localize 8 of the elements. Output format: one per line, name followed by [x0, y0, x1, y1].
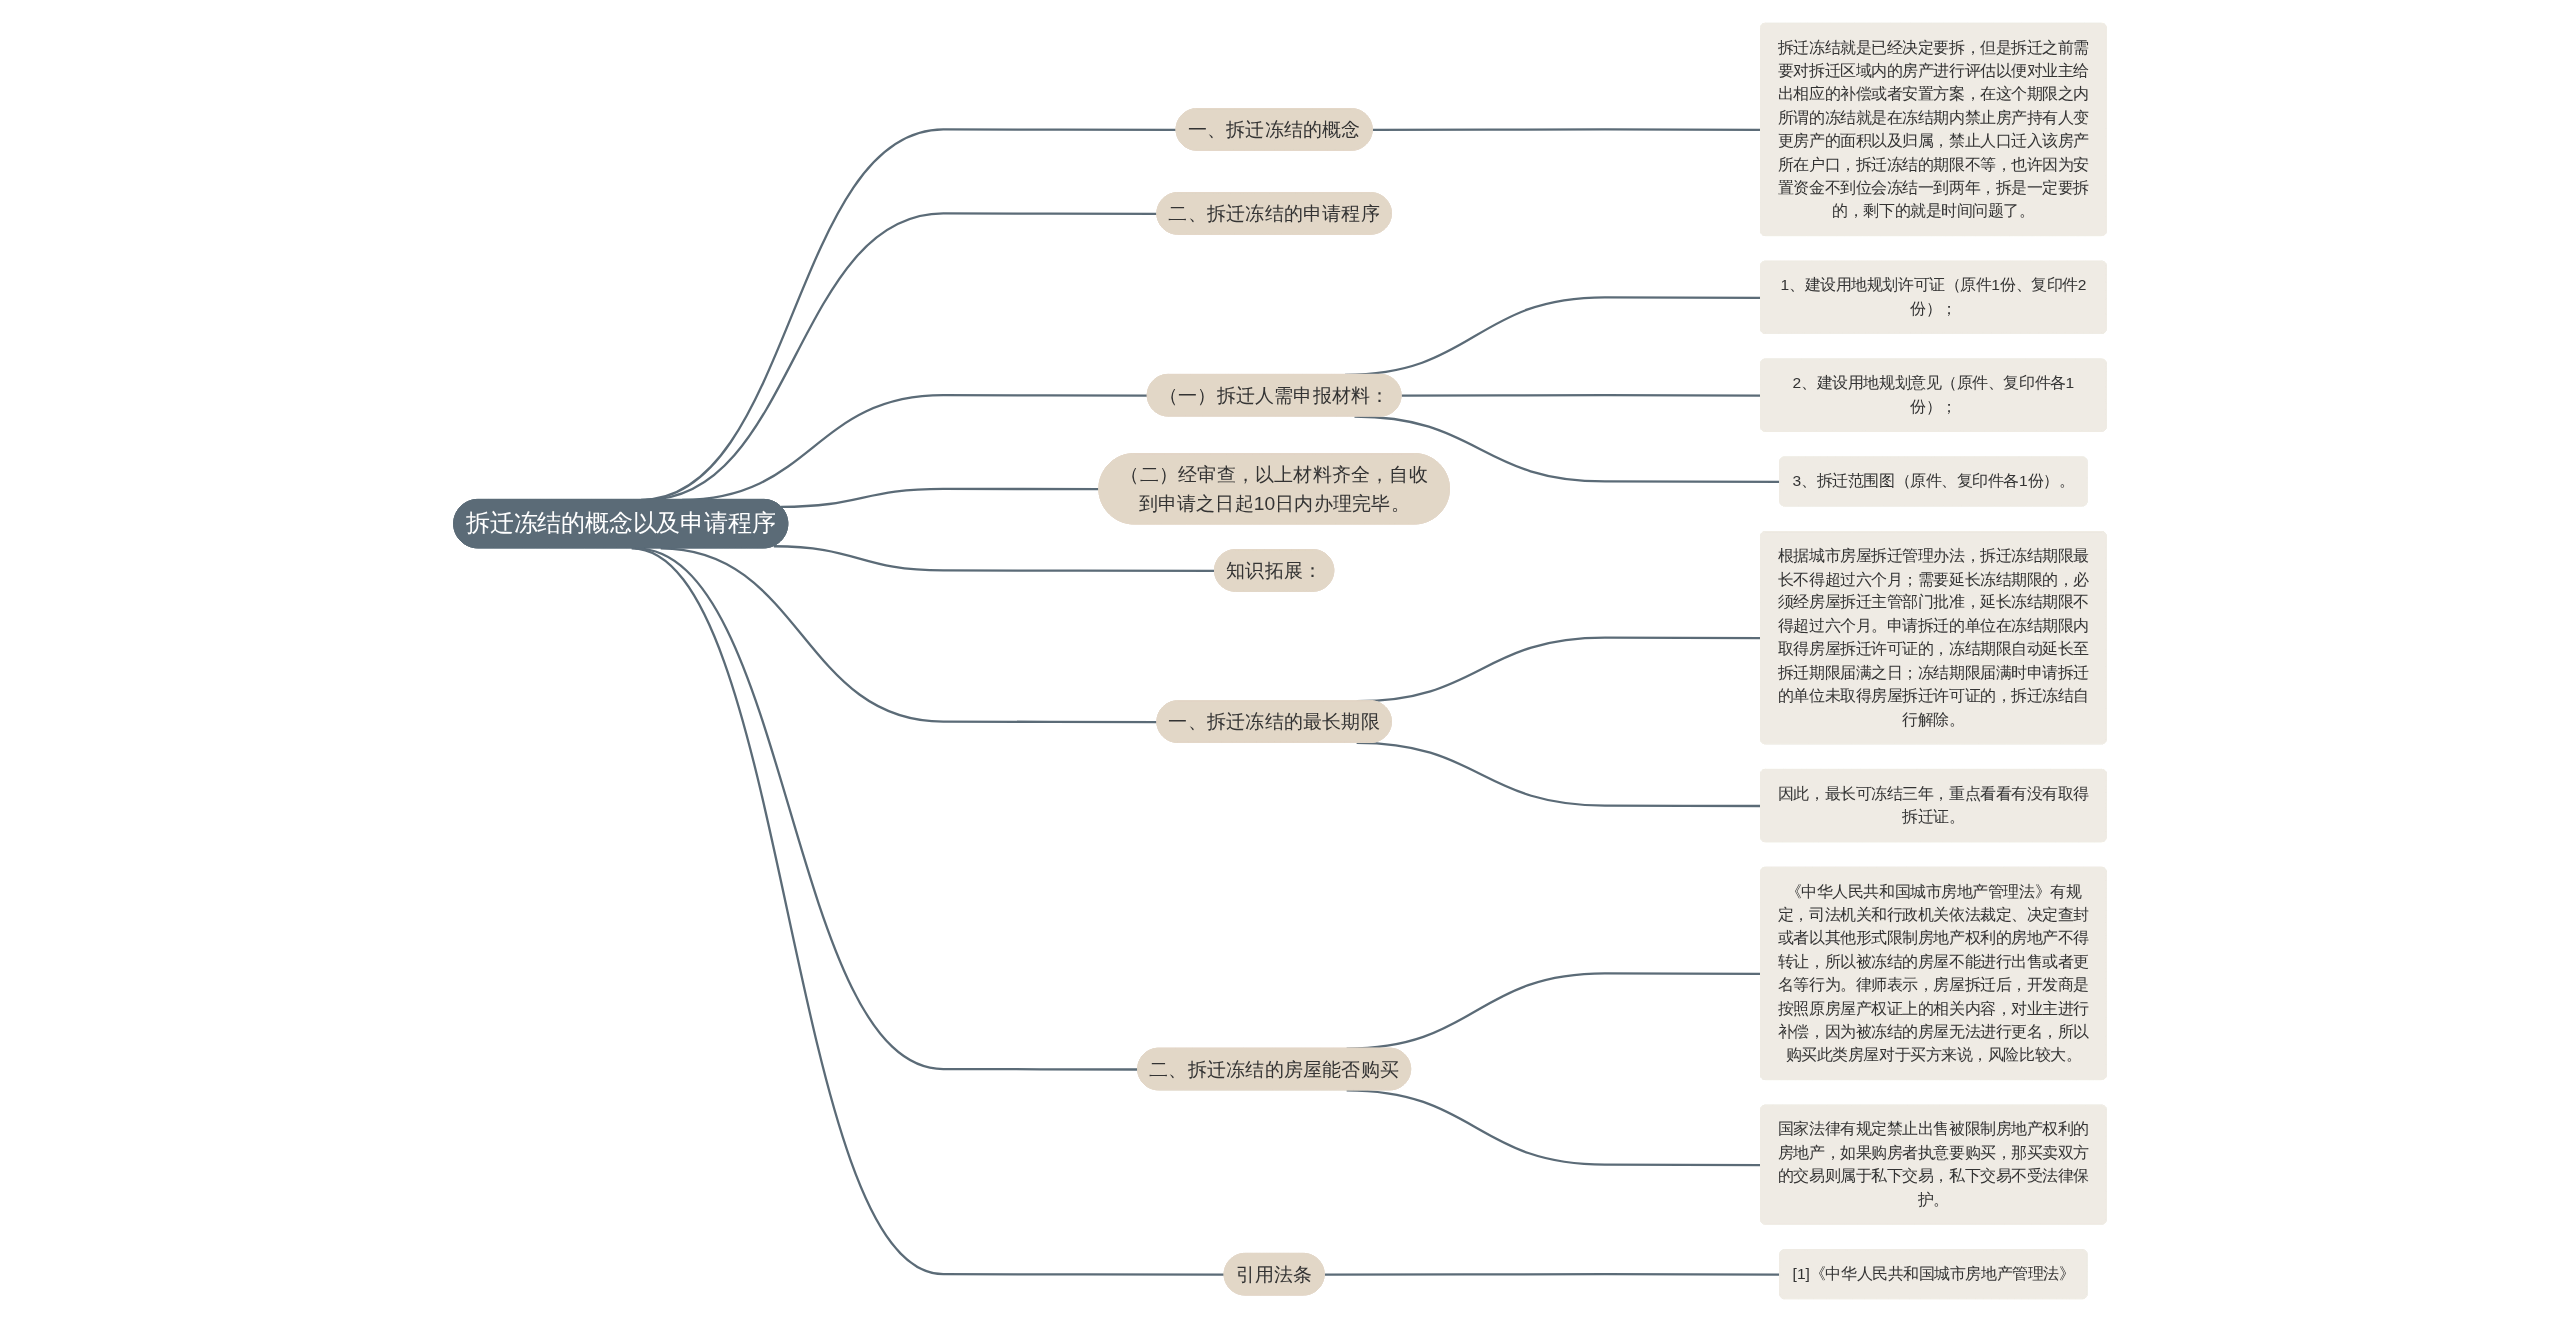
connector: [660, 547, 1158, 724]
connector: [631, 547, 1225, 1276]
connector: [773, 545, 1215, 573]
connector: [1401, 394, 1761, 397]
connector: [1372, 128, 1761, 132]
connector: [1356, 741, 1761, 808]
connector: [1324, 1273, 1781, 1276]
connector: [781, 487, 1100, 508]
